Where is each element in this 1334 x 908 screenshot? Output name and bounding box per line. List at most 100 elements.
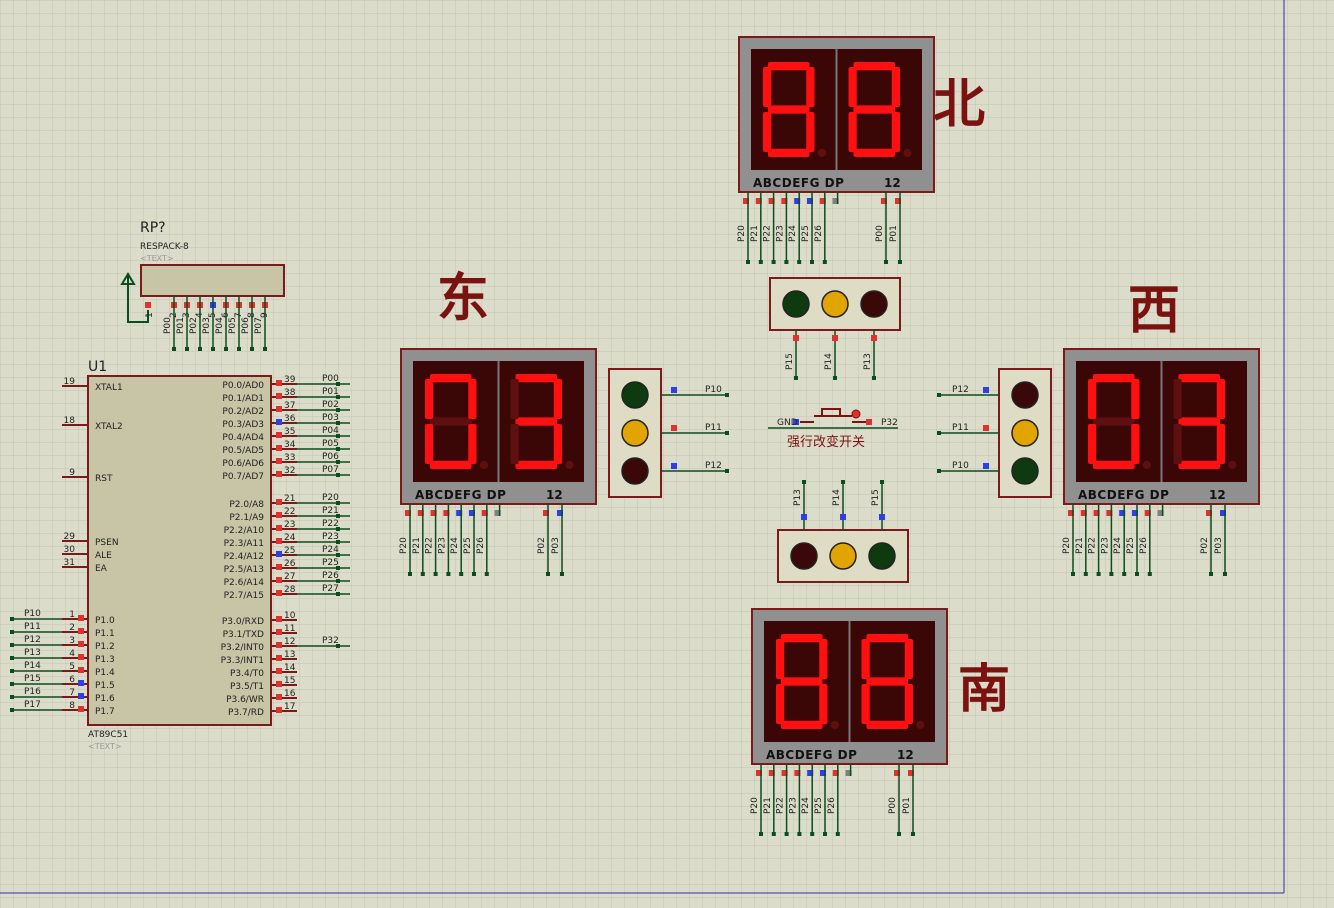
light-lamp bbox=[868, 542, 896, 570]
mcu-body bbox=[87, 375, 272, 726]
light-net-label: P13 bbox=[863, 353, 873, 370]
segment-a bbox=[853, 62, 896, 71]
override-switch[interactable]: GND P32 强行改变开关 bbox=[768, 408, 898, 450]
respack-body bbox=[140, 264, 285, 297]
segment-f bbox=[1173, 378, 1182, 420]
display-seg-net-label: P22 bbox=[1088, 537, 1098, 554]
segment-e bbox=[776, 683, 785, 725]
segment-c bbox=[553, 423, 562, 465]
respack-ref: RP? bbox=[140, 220, 166, 236]
segment-e bbox=[1088, 423, 1097, 465]
segment-d bbox=[853, 148, 896, 157]
mcu-pin-name: P0.6/AD6 bbox=[222, 459, 264, 469]
segment-c bbox=[1131, 423, 1140, 465]
segment-c bbox=[891, 111, 900, 153]
mcu-pin-number: 34 bbox=[284, 440, 296, 450]
display-seg-net-label: P25 bbox=[814, 797, 824, 814]
mcu-pin-name: P2.0/A8 bbox=[229, 500, 264, 510]
mcu-pin-number: 13 bbox=[284, 650, 295, 660]
light-lamp bbox=[821, 290, 849, 318]
mcu-pin-name: P3.7/RD bbox=[228, 708, 264, 718]
segment-b bbox=[468, 378, 477, 420]
light-net-label: P14 bbox=[824, 353, 834, 370]
respack-text-tag: <TEXT> bbox=[140, 254, 174, 263]
switch-label: 强行改变开关 bbox=[787, 434, 865, 450]
mcu-pin-name: P0.0/AD0 bbox=[222, 381, 264, 391]
segment-g bbox=[1092, 417, 1135, 426]
display-seg-net-label: P24 bbox=[801, 797, 811, 814]
segment-e bbox=[848, 111, 857, 153]
mcu-pin-name: P0.5/AD5 bbox=[222, 446, 264, 456]
segment-d bbox=[429, 460, 472, 469]
display-seg-net-label: P25 bbox=[463, 537, 473, 554]
mcu-pin-number: 33 bbox=[284, 453, 295, 463]
mcu-pin-name: P1.1 bbox=[95, 629, 115, 639]
mcu-net-label: P05 bbox=[322, 439, 339, 449]
segment-e bbox=[1173, 423, 1182, 465]
segment-g bbox=[780, 677, 823, 686]
mcu-pin-number: 17 bbox=[284, 702, 295, 712]
respack-component[interactable]: RP? RESPACK-8 <TEXT> 1 2P003P014P025P036… bbox=[120, 220, 285, 351]
respack-net-label: P03 bbox=[202, 317, 212, 334]
segment-dp bbox=[817, 148, 827, 158]
segment-f bbox=[861, 638, 870, 680]
mcu-net-label: P13 bbox=[24, 648, 41, 658]
mcu-pin-name: P2.2/A10 bbox=[224, 526, 265, 536]
segment-d bbox=[866, 720, 909, 729]
mcu-pin-name: P3.4/T0 bbox=[230, 669, 264, 679]
mcu-pin-number: 7 bbox=[69, 688, 75, 698]
display-seg-net-label: P20 bbox=[1062, 537, 1072, 554]
mcu-pin-number: 4 bbox=[69, 649, 75, 659]
mcu-pin-name: P1.4 bbox=[95, 668, 115, 678]
mcu-pin-name: P0.3/AD3 bbox=[222, 420, 264, 430]
light-net-label: P13 bbox=[793, 489, 803, 506]
mcu-net-label: P14 bbox=[24, 661, 41, 671]
light-net-label: P14 bbox=[832, 489, 842, 506]
mcu-net-label: P03 bbox=[322, 413, 339, 423]
display-seg-net-label: P22 bbox=[763, 225, 773, 242]
respack-net-label: P00 bbox=[163, 317, 173, 334]
light-lamp bbox=[621, 457, 649, 485]
mcu-net-label: P06 bbox=[322, 452, 339, 462]
mcu-net-label: P21 bbox=[322, 506, 339, 516]
mcu-pin-name: P1.0 bbox=[95, 616, 115, 626]
mcu-text-tag: <TEXT> bbox=[88, 742, 122, 751]
direction-north-label: 北 bbox=[933, 75, 985, 135]
display-seg-net-label: P23 bbox=[437, 537, 447, 554]
display-seg-net-label: P26 bbox=[814, 225, 824, 242]
light-lamp bbox=[1011, 419, 1039, 447]
segment-d bbox=[1092, 460, 1135, 469]
mcu-net-label: P02 bbox=[322, 400, 339, 410]
mcu-pin-name: P0.7/AD7 bbox=[222, 472, 264, 482]
mcu-pin-number: 8 bbox=[69, 701, 75, 711]
display-digit-net-label: P00 bbox=[888, 797, 898, 814]
mcu-pin-number: 6 bbox=[69, 675, 75, 685]
segment-d bbox=[767, 148, 810, 157]
segment-f bbox=[510, 378, 519, 420]
segment-c bbox=[1216, 423, 1225, 465]
display-seg-net-label: P23 bbox=[775, 225, 785, 242]
display-seg-net-label: P21 bbox=[750, 225, 760, 242]
segment-dp bbox=[903, 148, 912, 158]
respack-net-label: P07 bbox=[254, 317, 264, 334]
mcu-pin-name: P2.6/A14 bbox=[224, 578, 265, 588]
mcu-pin-name: XTAL1 bbox=[95, 383, 123, 393]
respack-net-label: P01 bbox=[176, 317, 186, 334]
mcu-pin-number: 23 bbox=[284, 520, 295, 530]
display-segment-label: ABCDEFG DP bbox=[766, 748, 857, 762]
respack-part: RESPACK-8 bbox=[140, 242, 189, 252]
mcu-component[interactable]: U1 AT89C51 <TEXT> 19XTAL118XTAL29RST29PS… bbox=[10, 359, 350, 751]
mcu-net-label: P20 bbox=[322, 493, 339, 503]
mcu-pin-name: ALE bbox=[95, 551, 112, 561]
mcu-pin-number: 38 bbox=[284, 388, 296, 398]
mcu-pin-number: 16 bbox=[284, 689, 296, 699]
light-net-label: P10 bbox=[952, 461, 969, 471]
